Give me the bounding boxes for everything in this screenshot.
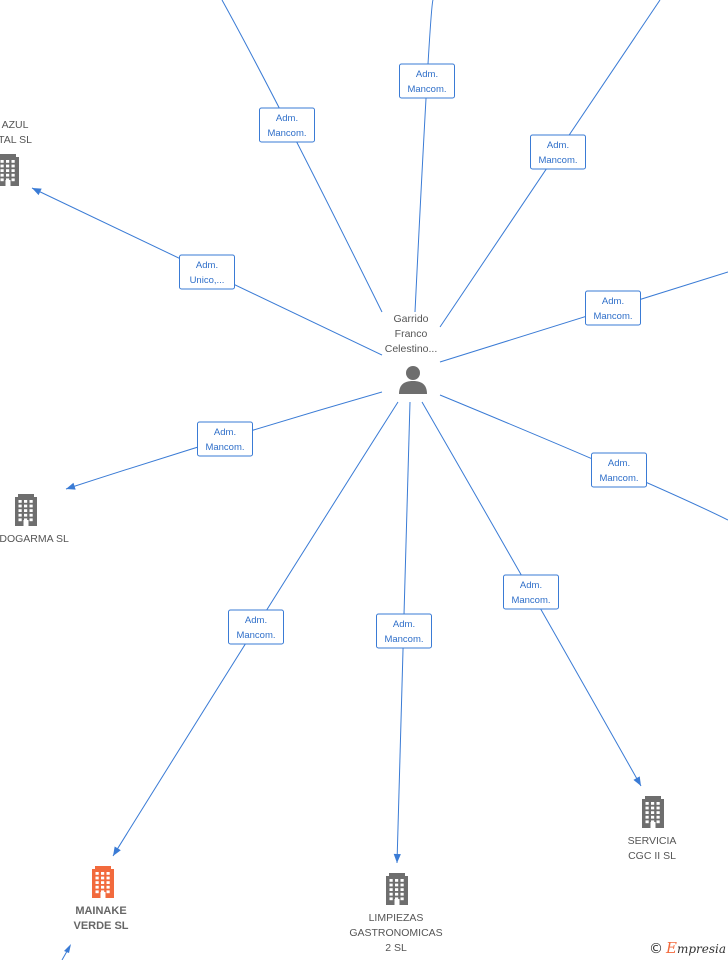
edge-label-text: Mancom. xyxy=(511,595,550,606)
company-node-servicia[interactable]: SERVICIA CGC II SL xyxy=(628,796,677,862)
arrow-head xyxy=(633,776,641,786)
building-icon xyxy=(642,796,664,828)
edge-label-text: Mancom. xyxy=(599,473,638,484)
edge-label-text: Adm. xyxy=(245,615,267,626)
edge-top-left: Adm. Mancom. xyxy=(221,0,383,313)
edge-label-text: Mancom. xyxy=(384,634,423,645)
edge-label-right-lower[interactable]: Adm. Mancom. xyxy=(591,452,647,488)
person-name: Franco xyxy=(395,328,428,340)
company-node-odogarma[interactable]: ODOGARMA SL xyxy=(0,494,69,545)
edges-layer: Adm. Mancom. Adm. Mancom. Adm. Mancom. Adm. Uni… xyxy=(31,0,728,864)
company-name: AZUL xyxy=(2,119,29,131)
nodes-layer: AZUL TAL SL ODOGARMA SL MAINAKE VERDE SL LIMP… xyxy=(0,119,676,954)
edge-label-box xyxy=(585,290,641,326)
edge-label-top-center[interactable]: Adm. Mancom. xyxy=(399,63,455,99)
edge-label-text: Mancom. xyxy=(236,630,275,641)
edge-label-text: Adm. xyxy=(520,580,542,591)
edge-label-text: Adm. xyxy=(393,619,415,630)
edge-label-box xyxy=(259,107,315,143)
edge-label-text: Adm. xyxy=(547,140,569,151)
edge-mainake: Adm. Mancom. xyxy=(112,401,399,857)
arrow-head xyxy=(66,482,76,490)
company-name: GASTRONOMICAS xyxy=(349,927,442,939)
edge-label-text: Mancom. xyxy=(267,128,306,139)
person-name: Garrido xyxy=(393,313,428,325)
company-name: LIMPIEZAS xyxy=(369,912,424,924)
arrow-head xyxy=(113,846,121,856)
edge-label-box xyxy=(503,574,559,610)
edge-azul: Adm. Unico,... xyxy=(31,187,383,356)
edge-label-top-left[interactable]: Adm. Mancom. xyxy=(259,107,315,143)
edge-label-box xyxy=(228,609,284,645)
edge-label-text: Adm. xyxy=(276,113,298,124)
edge-label-text: Mancom. xyxy=(593,311,632,322)
edge-label-text: Adm. xyxy=(214,427,236,438)
edge-label-box xyxy=(399,63,455,99)
edge-label-right-upper[interactable]: Adm. Mancom. xyxy=(585,290,641,326)
edge-label-text: Adm. xyxy=(608,458,630,469)
edge-label-text: Adm. xyxy=(416,69,438,80)
edge-label-odogarma[interactable]: Adm. Mancom. xyxy=(197,421,253,457)
edge-line xyxy=(439,394,728,521)
copyright-symbol: © xyxy=(648,941,663,957)
edge-odogarma: Adm. Mancom. xyxy=(65,391,383,490)
edge-label-azul[interactable]: Adm. Unico,... xyxy=(179,254,235,290)
edge-label-text: Mancom. xyxy=(205,442,244,453)
edge-limpiezas: Adm. Mancom. xyxy=(376,401,432,864)
edge-top-center: Adm. Mancom. xyxy=(399,0,455,313)
brand-initial: E xyxy=(665,939,677,957)
edge-line xyxy=(221,0,383,313)
edge-top-right: Adm. Mancom. xyxy=(439,0,661,328)
edge-label-text: Unico,... xyxy=(190,275,225,286)
arrow-head xyxy=(32,188,42,196)
building-icon xyxy=(0,154,19,186)
building-icon xyxy=(386,873,408,905)
edge-servicia: Adm. Mancom. xyxy=(421,401,642,787)
person-name: Celestino... xyxy=(385,343,438,355)
brand-watermark: ©Empresia xyxy=(649,939,726,957)
company-node-mainake[interactable]: MAINAKE VERDE SL xyxy=(73,866,129,932)
edge-label-top-right[interactable]: Adm. Mancom. xyxy=(530,134,586,170)
edge-label-box xyxy=(591,452,647,488)
edge-partial-bottom xyxy=(61,944,71,960)
edge-label-text: Adm. xyxy=(196,260,218,271)
building-icon xyxy=(15,494,37,526)
edge-line xyxy=(414,0,434,313)
edge-label-servicia[interactable]: Adm. Mancom. xyxy=(503,574,559,610)
company-name: CGC II SL xyxy=(628,850,676,862)
building-icon xyxy=(92,866,114,898)
company-node-limpiezas[interactable]: LIMPIEZAS GASTRONOMICAS 2 SL xyxy=(349,873,443,954)
person-icon xyxy=(399,366,427,394)
company-node-azul[interactable]: AZUL TAL SL xyxy=(0,119,32,186)
edge-label-text: Mancom. xyxy=(407,84,446,95)
company-name: MAINAKE xyxy=(75,905,126,917)
edge-label-box xyxy=(530,134,586,170)
company-name: TAL SL xyxy=(0,134,32,146)
edge-label-box xyxy=(179,254,235,290)
brand-name: mpresia xyxy=(676,942,726,956)
person-node[interactable]: GarridoFrancoCelestino... xyxy=(385,313,438,394)
arrow-head xyxy=(393,853,401,863)
edge-label-text: Adm. xyxy=(602,296,624,307)
edge-label-text: Mancom. xyxy=(538,155,577,166)
edge-label-box xyxy=(197,421,253,457)
company-name: 2 SL xyxy=(385,942,407,954)
company-name: VERDE SL xyxy=(73,920,128,932)
edge-label-box xyxy=(376,613,432,649)
edge-line xyxy=(439,271,728,363)
edge-label-limpiezas[interactable]: Adm. Mancom. xyxy=(376,613,432,649)
company-name: SERVICIA xyxy=(628,835,677,847)
company-name: ODOGARMA SL xyxy=(0,533,69,545)
edge-right-upper: Adm. Mancom. xyxy=(439,271,728,363)
edge-label-mainake[interactable]: Adm. Mancom. xyxy=(228,609,284,645)
edge-right-lower: Adm. Mancom. xyxy=(439,394,728,521)
